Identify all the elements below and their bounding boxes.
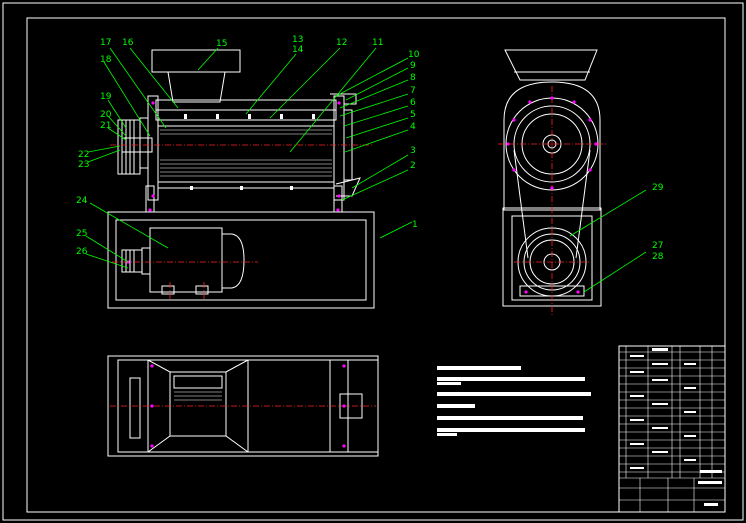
title-block xyxy=(618,345,726,513)
leader-lines xyxy=(85,47,647,293)
callout-14: 14 xyxy=(292,45,304,55)
callout-20: 20 xyxy=(100,110,112,120)
callout-8: 8 xyxy=(410,73,416,83)
callout-27: 27 xyxy=(652,241,663,251)
callout-labels: 1 2 3 4 5 6 7 8 9 10 11 12 13 14 15 16 1… xyxy=(76,35,664,262)
callout-25: 25 xyxy=(76,229,87,239)
callout-3: 3 xyxy=(410,146,416,156)
callout-10: 10 xyxy=(408,50,420,60)
callout-1: 1 xyxy=(412,220,418,230)
callout-29: 29 xyxy=(652,183,664,193)
callout-23: 23 xyxy=(78,160,89,170)
front-view xyxy=(107,49,375,309)
callout-26: 26 xyxy=(76,247,88,257)
callout-24: 24 xyxy=(76,196,88,206)
callout-12: 12 xyxy=(336,38,347,48)
callout-6: 6 xyxy=(410,98,416,108)
callout-2: 2 xyxy=(410,161,416,171)
callout-13: 13 xyxy=(292,35,303,45)
callout-15: 15 xyxy=(216,39,227,49)
callout-18: 18 xyxy=(100,55,112,65)
side-view xyxy=(498,49,606,316)
callout-4: 4 xyxy=(410,122,416,132)
callout-21: 21 xyxy=(100,121,111,131)
top-view xyxy=(107,355,379,457)
callout-7: 7 xyxy=(410,86,416,96)
callout-19: 19 xyxy=(100,92,112,102)
callout-28: 28 xyxy=(652,252,664,262)
inner-frame xyxy=(26,17,726,513)
callout-5: 5 xyxy=(410,110,416,120)
callout-22: 22 xyxy=(78,150,89,160)
callout-17: 17 xyxy=(100,38,111,48)
technical-notes xyxy=(437,366,591,436)
callout-9: 9 xyxy=(410,61,416,71)
callout-16: 16 xyxy=(122,38,134,48)
callout-11: 11 xyxy=(372,38,383,48)
